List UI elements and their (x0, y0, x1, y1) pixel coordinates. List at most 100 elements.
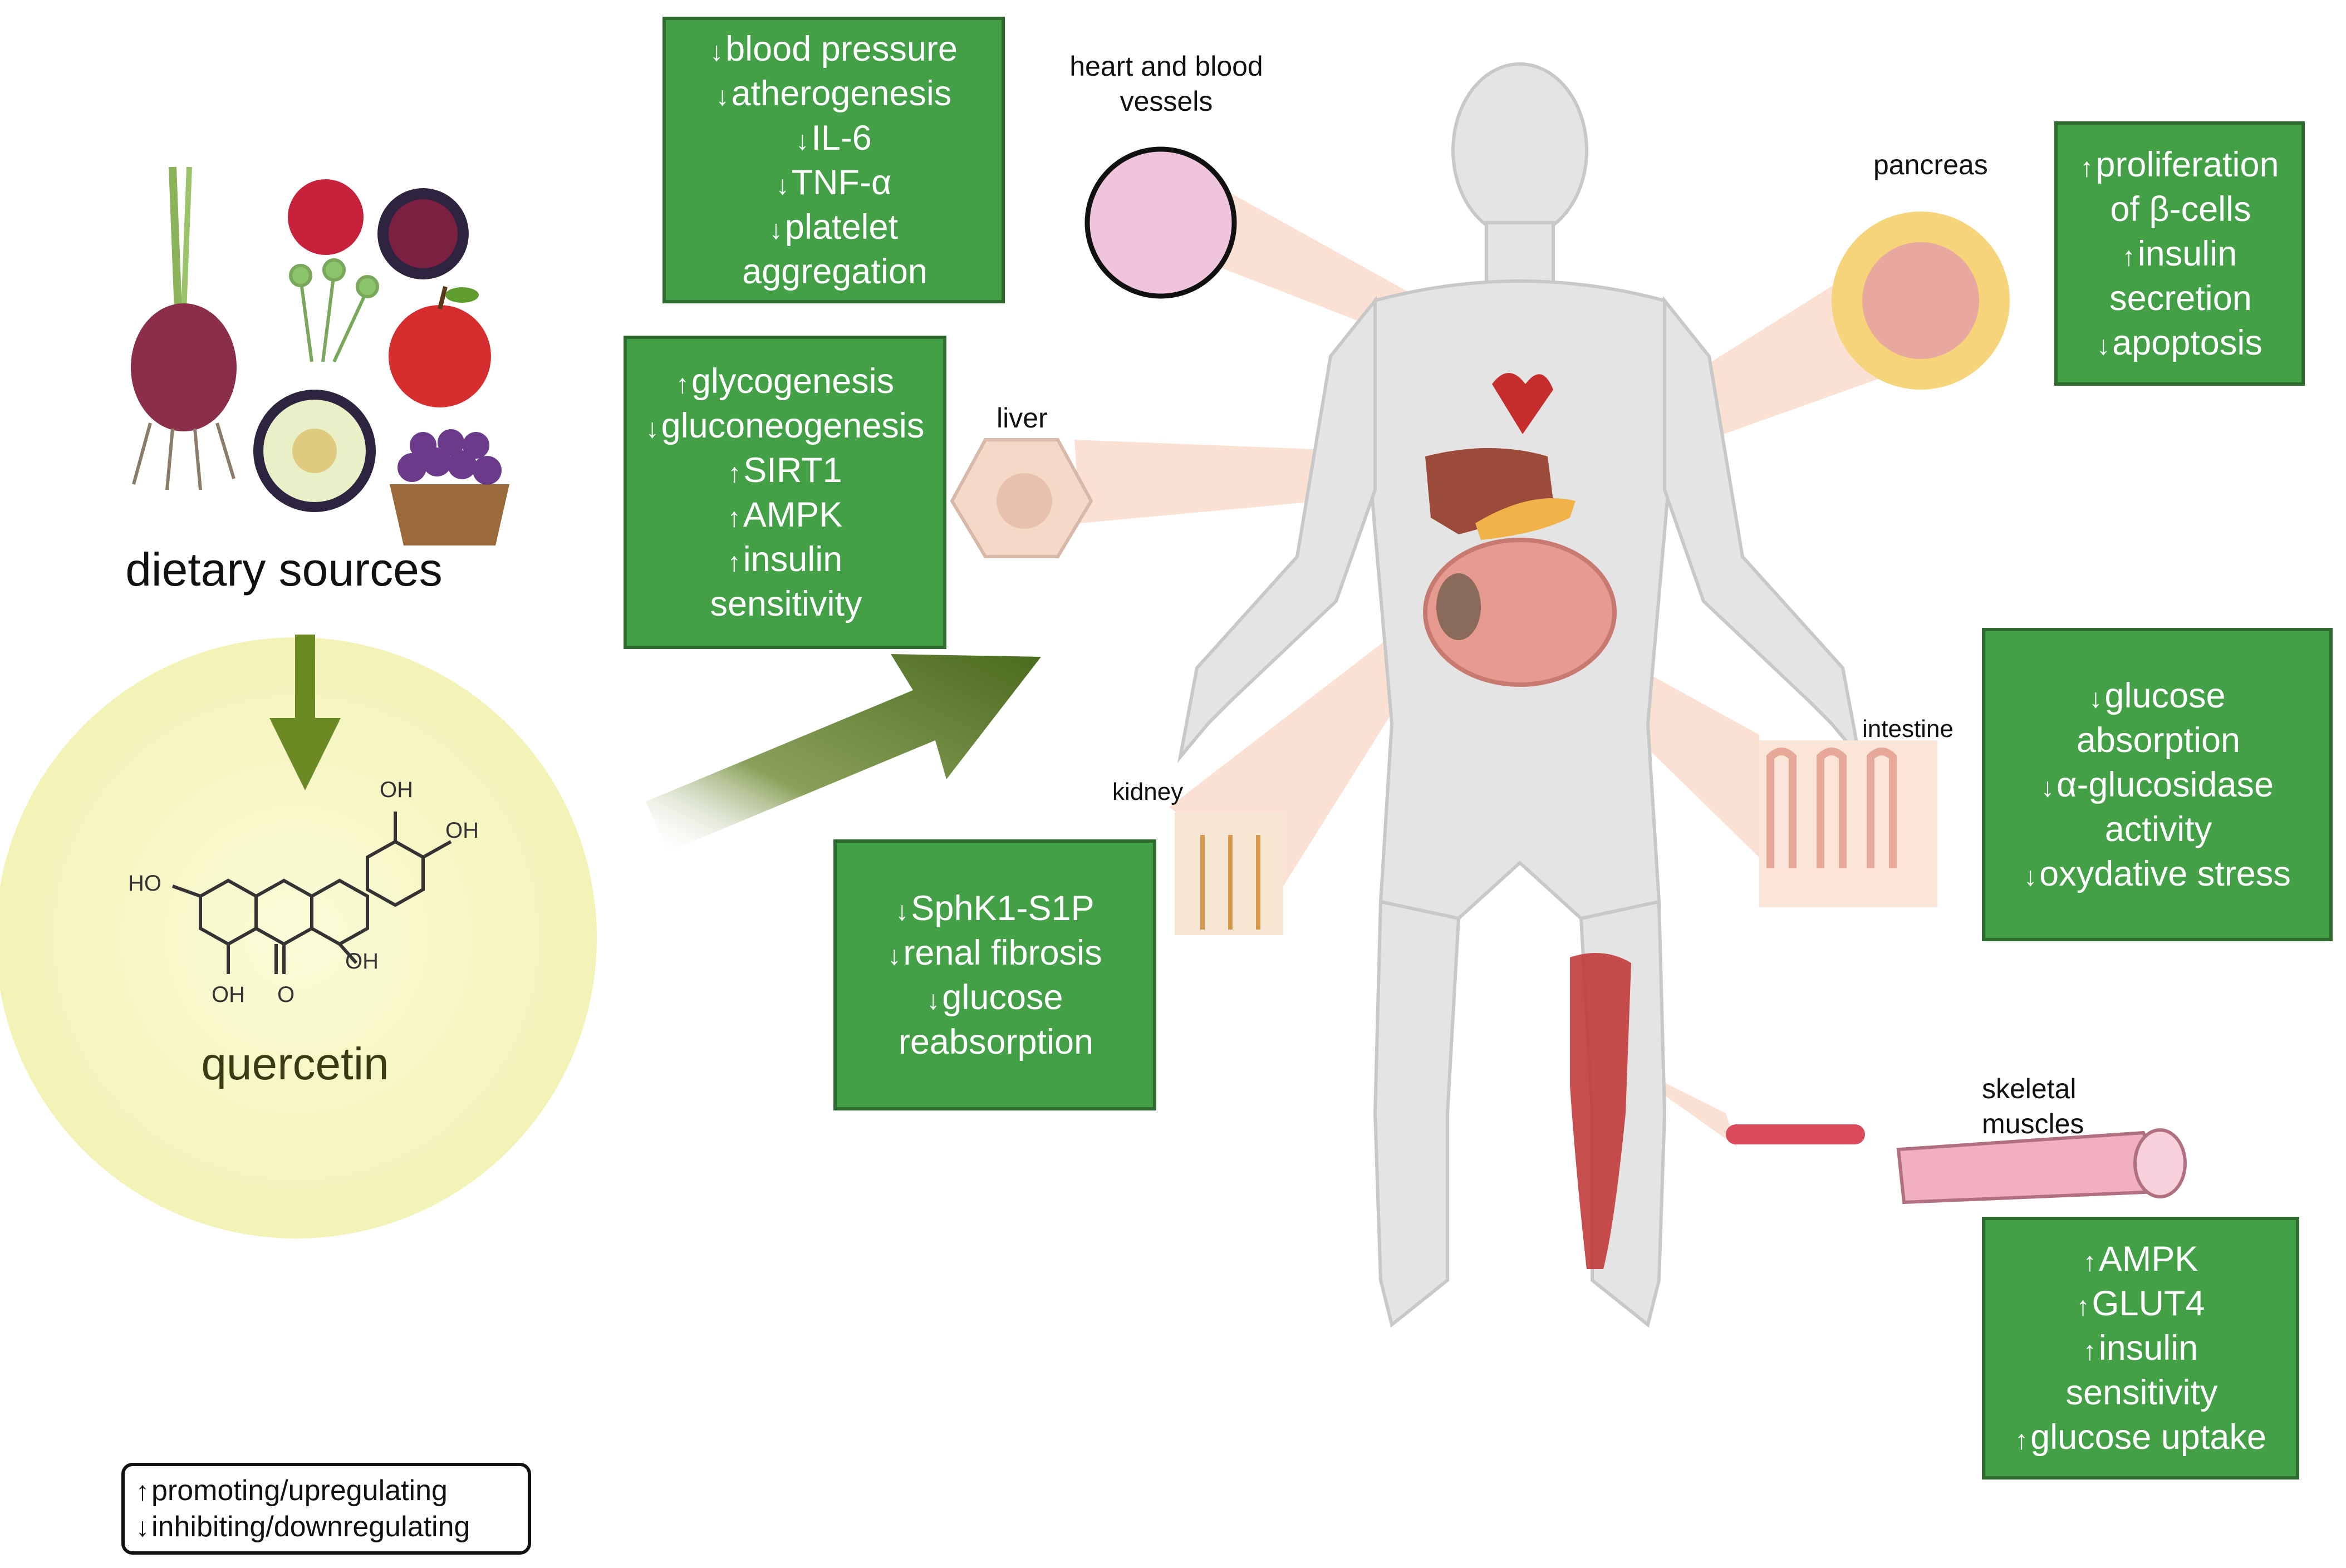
liver-effect-line: sensitivity (708, 582, 862, 626)
liver-effect-text: gluconeogenesis (661, 406, 925, 445)
down-arrow-icon: ↓ (715, 81, 729, 111)
cardio-effect-line: ↓platelet (769, 205, 898, 249)
intestine-icon (1423, 538, 1617, 687)
up-arrow-icon: ↑ (2083, 1247, 2097, 1277)
dietary-sources-label: dietary sources (125, 543, 443, 596)
oh-label-ring: OH (345, 949, 379, 974)
liver-effect-line: ↑insulin (728, 537, 843, 582)
kidney-effect-line: ↓SphK1-S1P (895, 886, 1094, 931)
intestine-effect-text: activity (2104, 809, 2212, 849)
ho-label-left: HO (128, 871, 161, 896)
dietary-sources-icons (131, 166, 509, 545)
intestine-effect-line: absorption (2074, 718, 2240, 763)
big-diagonal-arrow (646, 654, 1041, 852)
cardio-effect-text: blood pressure (725, 29, 958, 68)
liver-effect-line: ↑glycogenesis (676, 359, 894, 404)
heart-tissue-inset (1084, 146, 1237, 299)
cardio-effect-text: atherogenesis (731, 73, 952, 113)
muscle-effect-text: sensitivity (2065, 1373, 2218, 1412)
heart-label-line2: vessels (1120, 85, 1213, 117)
heart-label-line1: heart and blood (1069, 51, 1263, 82)
cardio-effect-text: TNF-α (791, 163, 892, 202)
quercetin-circle (0, 637, 597, 1238)
pancreas-label: pancreas (1873, 149, 1988, 180)
down-arrow (269, 635, 341, 790)
down-arrow-icon: ↓ (2097, 331, 2111, 361)
legend-item-down: ↓inhibiting/downregulating (136, 1509, 517, 1545)
oh-label-top: OH (380, 778, 413, 802)
intestine-effect-line: ↓α-glucosidase (2041, 763, 2274, 807)
muscle-effect-text: insulin (2098, 1329, 2198, 1368)
liver-effect-text: sensitivity (710, 584, 862, 623)
oh-label-right: OH (445, 818, 479, 843)
cardio-effect-line: ↓blood pressure (710, 27, 958, 71)
muscles-label-line2: muscles (1982, 1108, 2084, 1139)
kidney-nephron-inset (1175, 813, 1283, 935)
intestine-effect-text: oxydative stress (2039, 854, 2291, 893)
pancreas-effect-line: ↑proliferation (2080, 142, 2279, 187)
intestine-label: intestine (1862, 715, 1954, 743)
pancreas-effect-text: of β-cells (2110, 189, 2251, 229)
intestine-effect-line: ↓glucose (2089, 674, 2225, 718)
down-arrow-icon: ↓ (796, 126, 809, 156)
down-arrow-icon: ↓ (710, 37, 724, 67)
kidney-effect-text: glucose (942, 977, 1063, 1017)
pancreas-effect-text: apoptosis (2112, 323, 2262, 362)
muscle-fiber-inset (1726, 1124, 2187, 1205)
heart-label: heart and blood vessels (1047, 49, 1286, 119)
legend-up-text: promoting/upregulating (151, 1474, 448, 1507)
liver-effect-text: SIRT1 (743, 450, 842, 490)
down-arrow-icon: ↓ (895, 896, 909, 926)
up-arrow-icon: ↑ (136, 1477, 149, 1506)
organs-illustration (1423, 373, 1631, 1269)
liver-effect-line: ↑AMPK (728, 493, 843, 537)
kidney-effect-line: ↓renal fibrosis (887, 931, 1102, 975)
legend-box: ↑promoting/upregulating ↓inhibiting/down… (121, 1463, 531, 1555)
pancreas-islet-inset (1832, 212, 2010, 390)
muscle-effect-line: ↑glucose uptake (2015, 1415, 2266, 1459)
up-arrow-icon: ↑ (2083, 1336, 2097, 1366)
intestine-effect-line: ↓oxydative stress (2024, 852, 2291, 896)
pancreas-effect-text: secretion (2109, 278, 2252, 318)
onion-icon (131, 166, 237, 490)
apple-icon (389, 286, 491, 407)
legend-item-up: ↑promoting/upregulating (136, 1473, 517, 1509)
up-arrow-icon: ↑ (2122, 242, 2136, 272)
liver-label: liver (997, 402, 1048, 434)
liver-effect-line: ↓gluconeogenesis (646, 404, 925, 448)
intestine-villi-inset (1759, 740, 1937, 907)
kidney-effect-text: renal fibrosis (903, 933, 1102, 972)
muscle-effect-line: sensitivity (2063, 1370, 2217, 1415)
muscle-effect-line: ↑insulin (2083, 1326, 2198, 1370)
legend-down-text: inhibiting/downregulating (151, 1511, 470, 1543)
muscle-effect-text: AMPK (2098, 1240, 2198, 1279)
down-arrow-icon: ↓ (2040, 773, 2054, 803)
cardio-effect-line: aggregation (740, 249, 927, 294)
muscle-effect-text: GLUT4 (2092, 1284, 2205, 1323)
pancreas-effect-line: ↑insulin (2122, 232, 2237, 276)
up-arrow-icon: ↑ (675, 369, 689, 399)
liver-cell-inset (950, 438, 1093, 558)
down-arrow-icon: ↓ (887, 941, 901, 971)
down-arrow-icon: ↓ (926, 985, 940, 1015)
quercetin-label: quercetin (201, 1039, 389, 1089)
liver-effects-box: ↑glycogenesis↓gluconeogenesis ↑ SIRT1↑AMPK… (624, 336, 946, 649)
cardio-effect-text: aggregation (742, 252, 927, 291)
eggplant-slice-icon (253, 390, 376, 512)
cardio-effect-line: ↓atherogenesis (716, 71, 952, 116)
intestine-effect-text: glucose (2104, 676, 2226, 715)
kidney-effect-line: ↓glucose (926, 975, 1063, 1020)
down-arrow-icon: ↓ (2089, 684, 2103, 714)
kidney-effect-text: reabsorption (898, 1022, 1094, 1061)
cardio-effect-text: IL-6 (811, 118, 872, 158)
cardio-effect-text: platelet (784, 207, 899, 247)
up-arrow-icon: ↑ (727, 547, 741, 577)
down-arrow-icon: ↓ (769, 215, 783, 245)
intestine-effect-text: α-glucosidase (2056, 765, 2274, 804)
cardio-effect-line: ↓TNF-α (776, 160, 892, 205)
muscle-effect-text: glucose uptake (2030, 1418, 2266, 1457)
up-arrow-icon: ↑ (2076, 1292, 2090, 1321)
